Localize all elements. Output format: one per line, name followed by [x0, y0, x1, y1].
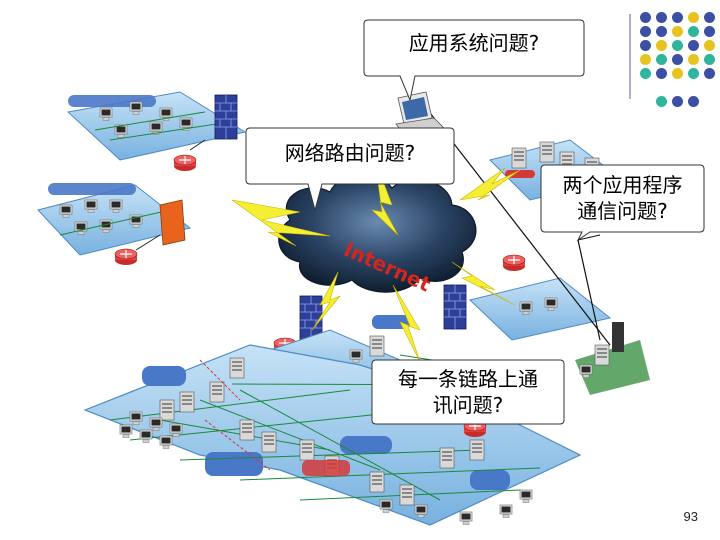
decor-dot — [688, 26, 699, 37]
decor-dot — [640, 40, 651, 51]
callout-app-communication-line2: 通信问题? — [577, 199, 668, 223]
decor-dot — [704, 68, 715, 79]
decor-dot — [672, 96, 683, 107]
decor-dot — [672, 26, 683, 37]
decor-dot — [672, 12, 683, 23]
decor-dot — [704, 12, 715, 23]
branch-office-top-left — [66, 91, 247, 172]
decorative-vertical-line — [629, 14, 631, 99]
branch-office-mid-left — [37, 183, 192, 266]
decor-dot — [672, 54, 683, 65]
decor-dot — [688, 54, 699, 65]
decor-dot — [672, 68, 683, 79]
campus-network-bottom — [83, 344, 582, 526]
decor-dot — [704, 26, 715, 37]
right-network-segment — [443, 254, 650, 395]
decor-dot — [640, 26, 651, 37]
callout-routing — [245, 127, 455, 212]
callout-link-communication-line1: 每一条链路上通 — [398, 367, 538, 391]
decor-dot — [688, 68, 699, 79]
decor-dot — [704, 54, 715, 65]
decor-dot — [640, 68, 651, 79]
callout-link-communication-text: 每一条链路上通 讯问题? — [372, 366, 564, 418]
decor-dot — [704, 40, 715, 51]
callout-app-communication-text: 两个应用程序 通信问题? — [541, 172, 704, 224]
laptop-icon — [395, 91, 445, 135]
decor-dot — [656, 68, 667, 79]
callout-app-communication — [540, 164, 705, 242]
callout-link-communication — [371, 359, 565, 425]
decor-dot — [640, 54, 651, 65]
decor-dot — [656, 26, 667, 37]
decor-dot — [656, 96, 667, 107]
decor-dot — [688, 12, 699, 23]
decor-dot — [672, 40, 683, 51]
decor-dot — [688, 96, 699, 107]
callout-app-system — [363, 19, 585, 102]
callout-link-communication-line2: 讯问题? — [432, 393, 504, 417]
decor-dot — [656, 40, 667, 51]
callout-routing-text: 网络路由问题? — [284, 141, 416, 165]
decor-dot — [656, 54, 667, 65]
callout-app-communication-line1: 两个应用程序 — [562, 173, 683, 197]
internet-cloud: Internet — [278, 175, 477, 297]
decor-dot — [688, 40, 699, 51]
decor-dot — [640, 12, 651, 23]
decorative-dot-grid — [640, 12, 720, 112]
callout-app-system-text: 应用系统问题? — [408, 31, 540, 55]
decor-dot — [656, 12, 667, 23]
page-number: 93 — [683, 509, 698, 524]
